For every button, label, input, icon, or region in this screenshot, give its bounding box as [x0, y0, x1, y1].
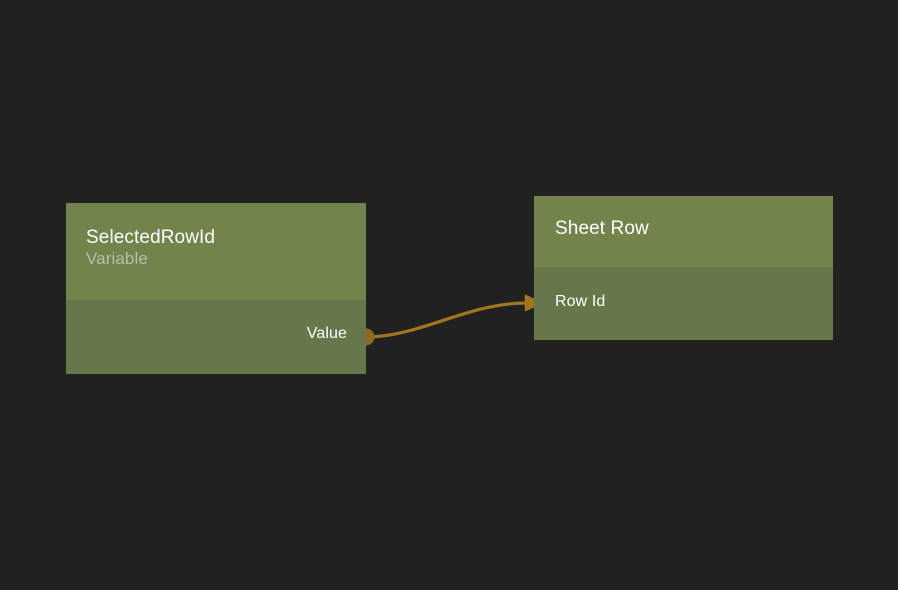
- node-header-sheet-row[interactable]: Sheet Row: [534, 196, 833, 267]
- node-title-selected-row-id: SelectedRowId: [86, 227, 216, 248]
- node-sheet-row[interactable]: Sheet Row Row Id: [534, 196, 833, 340]
- node-header-selected-row-id[interactable]: SelectedRowId Variable: [66, 203, 366, 300]
- node-body-selected-row-id: Value: [66, 300, 366, 374]
- node-subtitle-selected-row-id: Variable: [86, 249, 148, 268]
- input-port-row-id[interactable]: Row Id: [555, 291, 605, 313]
- node-selected-row-id[interactable]: SelectedRowId Variable Value: [66, 203, 366, 374]
- node-body-sheet-row: Row Id: [534, 267, 833, 340]
- output-port-label-value: Value: [306, 325, 347, 342]
- node-title-sheet-row: Sheet Row: [555, 218, 649, 239]
- output-port-value[interactable]: Value: [307, 323, 347, 345]
- connection-value-to-row-id[interactable]: [364, 294, 545, 339]
- input-port-label-row-id: Row Id: [555, 293, 606, 310]
